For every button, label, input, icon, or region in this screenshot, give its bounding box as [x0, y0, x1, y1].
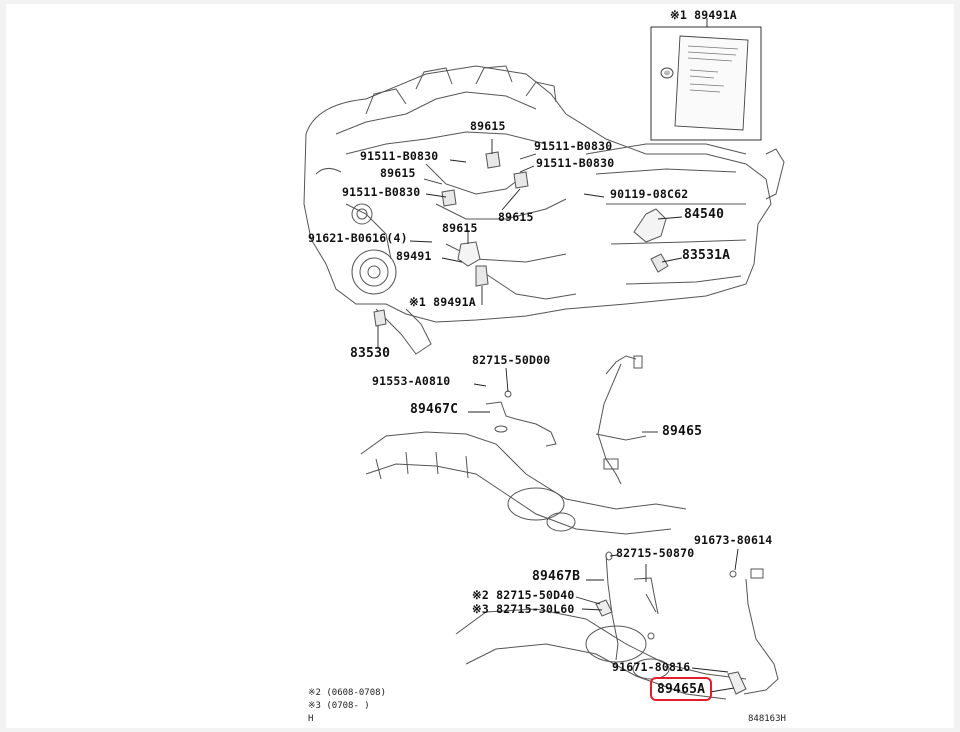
part-label-83531a[interactable]: 83531A	[682, 248, 731, 263]
part-label-91511-b0830[interactable]: 91511-B0830	[536, 156, 615, 170]
part-label-89491a[interactable]: ※1 89491A	[409, 295, 476, 309]
part-label-82715-50d40[interactable]: ※2 82715-50D40	[472, 588, 575, 602]
part-label-89615[interactable]: 89615	[470, 119, 506, 133]
part-label-83530[interactable]: 83530	[350, 346, 391, 361]
part-label-91511-b0830[interactable]: 91511-B0830	[342, 185, 421, 199]
part-label-84540[interactable]: 84540	[684, 207, 725, 222]
part-label-89467c[interactable]: 89467C	[410, 402, 459, 417]
part-label-82715-30l60[interactable]: ※3 82715-30L60	[472, 602, 575, 616]
footnote-2: ※2 (0608-0708)	[308, 688, 386, 698]
part-label-82715-50870[interactable]: 82715-50870	[616, 546, 695, 560]
kit-part-label[interactable]: ※1 89491A	[670, 8, 737, 22]
footnote-h: H	[308, 714, 314, 724]
leader-lines	[377, 139, 739, 693]
part-label-89615[interactable]: 89615	[380, 166, 416, 180]
part-label-89491[interactable]: 89491	[396, 249, 432, 263]
part-label-82715-50d00[interactable]: 82715-50D00	[472, 353, 551, 367]
part-label-91511-b0830[interactable]: 91511-B0830	[360, 149, 439, 163]
exhaust-manifold-drawing	[360, 355, 687, 535]
part-label-89465[interactable]: 89465	[662, 424, 703, 439]
kit-instruction-sheet	[650, 18, 762, 141]
footnote-3: ※3 (0708- )	[308, 701, 370, 711]
part-label-91553-a0810[interactable]: 91553-A0810	[372, 374, 451, 388]
part-label-89615[interactable]: 89615	[442, 221, 478, 235]
part-label-91673-80614[interactable]: 91673-80614	[694, 533, 773, 547]
part-label-91621-b0616[interactable]: 91621-B0616(4)	[308, 231, 408, 245]
part-label-89615[interactable]: 89615	[498, 210, 534, 224]
figure-number: 848163H	[748, 714, 786, 724]
part-label-89467b[interactable]: 89467B	[532, 569, 581, 584]
engine-assembly-drawing	[303, 65, 785, 355]
part-label-91671-80816[interactable]: 91671-80816	[612, 660, 691, 674]
catalytic-converter-drawing	[455, 551, 779, 700]
part-label-90119-08c62[interactable]: 90119-08C62	[610, 187, 689, 201]
part-label-91511-b0830[interactable]: 91511-B0830	[534, 139, 613, 153]
parts-diagram-drawing	[303, 18, 785, 700]
part-label-89465a[interactable]: 89465A	[657, 682, 706, 697]
parts-diagram-sheet: ※1 89491A 89615 91511-B0830 91511-B0830 …	[6, 4, 954, 728]
highlight-89465a-outline	[650, 677, 712, 701]
